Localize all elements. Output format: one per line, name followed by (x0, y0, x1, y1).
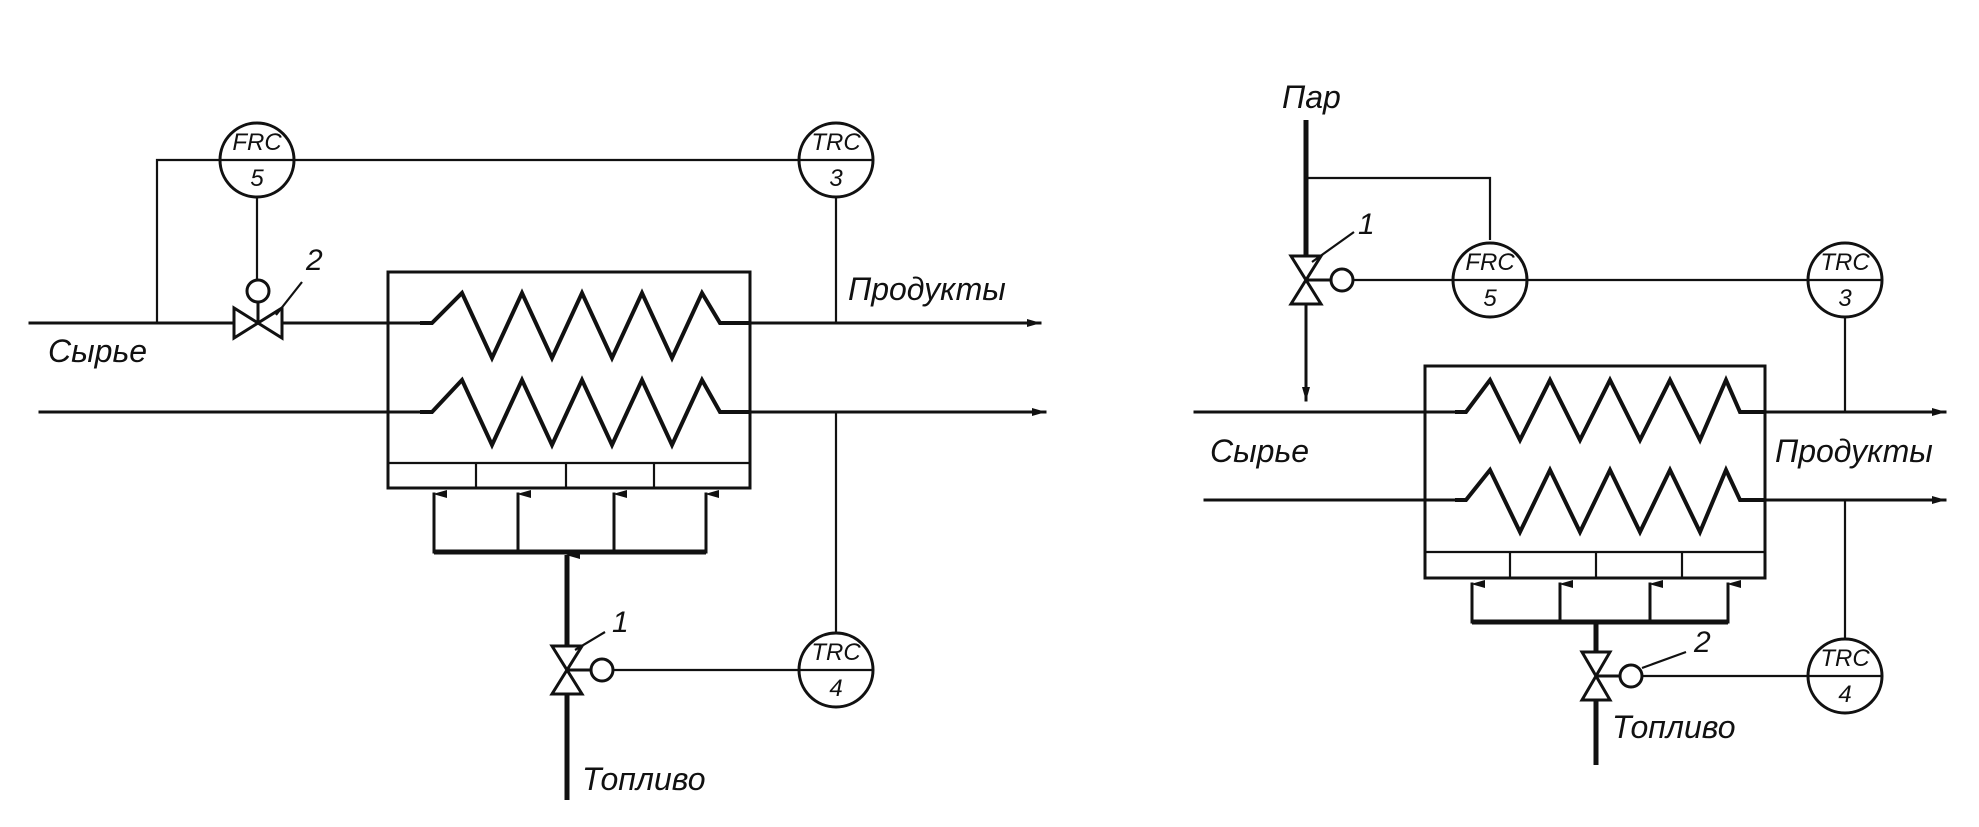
left-trc4-code: TRC (811, 639, 861, 666)
left-fuel-line (432, 490, 719, 800)
right-fuel-label: Топливо (1612, 709, 1736, 745)
right-trc4-code: TRC (1820, 645, 1870, 672)
left-furnace-box (386, 270, 752, 490)
left-second-line (38, 375, 1047, 450)
left-feed-label: Сырье (48, 333, 147, 369)
left-trc3-instrument: TRC 3 (797, 121, 875, 199)
right-signal-lines (1306, 176, 1847, 678)
right-products-label: Продукты (1775, 433, 1933, 469)
left-frc-code: FRC (232, 129, 282, 156)
left-signal-lines (155, 158, 838, 672)
right-burner-strip (1425, 550, 1765, 578)
right-feed-line (1193, 374, 1947, 445)
left-feed-valve (232, 278, 303, 341)
right-frc-number: 5 (1483, 285, 1497, 312)
right-trc4-instrument: TRC 4 (1806, 637, 1884, 715)
left-bottom-coil (420, 375, 750, 450)
left-frc-number: 5 (250, 165, 264, 192)
right-trc3-number: 3 (1838, 285, 1852, 312)
right-frc-code: FRC (1465, 249, 1515, 276)
right-steam-valve-number: 1 (1358, 208, 1375, 241)
right-fuel-valve (1579, 650, 1687, 702)
left-feed-line (28, 288, 1042, 363)
left-trc3-code: TRC (811, 129, 861, 156)
left-burner-strip (388, 461, 750, 488)
left-fuel-label: Топливо (582, 761, 706, 797)
right-trc3-instrument: TRC 3 (1806, 241, 1884, 319)
left-diagram: 1 2 FRC 5 TRC (28, 121, 1047, 800)
right-bottom-coil (1455, 465, 1765, 537)
left-fuel-valve-number: 1 (612, 606, 629, 639)
right-fuel-valve-number: 2 (1693, 626, 1711, 659)
left-trc4-number: 4 (829, 675, 842, 702)
right-steam-valve (1288, 231, 1355, 306)
right-second-line (1203, 465, 1947, 537)
right-steam-label: Пар (1282, 79, 1341, 115)
left-trc4-instrument: TRC 4 (797, 631, 875, 709)
left-products-label: Продукты (848, 271, 1006, 307)
left-feed-valve-number: 2 (305, 244, 323, 277)
left-top-coil (420, 288, 750, 363)
right-feed-label: Сырье (1210, 433, 1309, 469)
left-trc3-number: 3 (829, 165, 843, 192)
left-frc-instrument: FRC 5 (218, 121, 296, 199)
right-fuel-line (1470, 580, 1741, 765)
right-trc4-number: 4 (1838, 681, 1851, 708)
right-frc-instrument: FRC 5 (1451, 241, 1529, 319)
right-diagram: 1 2 (1193, 79, 1947, 765)
right-top-coil (1455, 374, 1765, 445)
left-fuel-valve (549, 631, 615, 696)
right-trc3-code: TRC (1820, 249, 1870, 276)
